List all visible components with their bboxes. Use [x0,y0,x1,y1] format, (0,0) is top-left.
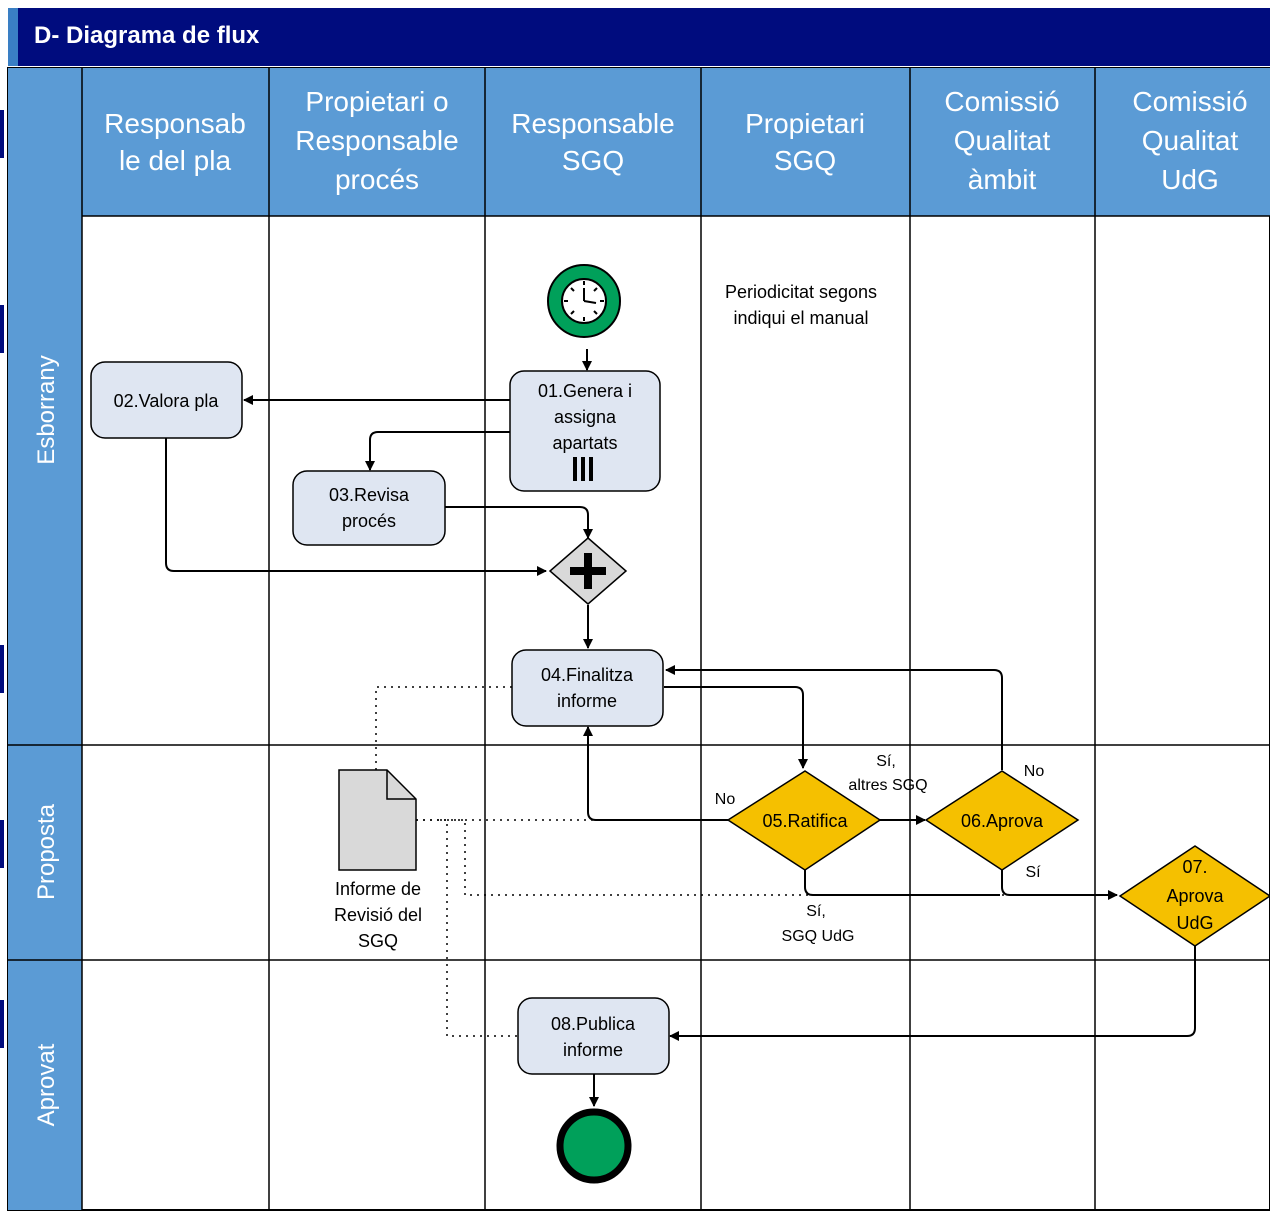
lane-label-proposta: Proposta [33,803,60,900]
task-03-revisa-proces: 03.Revisa procés [292,470,446,546]
timer-start-event-icon [547,264,621,338]
flow-label-si-altres-line-1: Sí, [876,753,896,770]
document-label-line-2: Revisió del [334,905,422,925]
column-label-2-line-1: Propietari o [305,86,448,117]
lane-label-esborrany: Esborrany [33,355,60,464]
multi-instance-marker-icon [573,457,593,481]
task-01-genera-assigna: 01.Genera i assigna apartats [509,370,661,492]
title-accent [8,8,18,66]
gateway-07-line-3: UdG [1176,913,1213,933]
lane-label-band [8,68,82,1210]
task-03-line-1: 03.Revisa [329,485,410,505]
flow-label-si-altres-line-2: altres SGQ [848,777,927,794]
gateway-06-label: 06.Aprova [961,811,1044,831]
column-header-responsable-pla [82,68,269,216]
task-04-line-2: informe [557,691,617,711]
left-edge-mark [0,305,4,353]
column-label-1-line-2: le del pla [119,145,232,176]
gateway-07-line-1: 07. [1182,857,1207,877]
flow-02-to-join [165,438,547,576]
task-04-finalitza-informe: 04.Finalitza informe [511,649,664,727]
gateway-07-line-2: Aprova [1166,886,1224,906]
task-08-publica-informe: 08.Publica informe [517,997,670,1075]
task-04-line-1: 04.Finalitza [541,665,634,685]
flow-03-to-join [445,506,593,539]
left-edge-mark [0,645,4,693]
column-header-propietari-proces [269,68,485,216]
left-edge-mark [0,820,4,868]
gateway-06-aprova: 06.Aprova [924,770,1080,871]
flow-05-si-udg [804,870,1000,896]
column-label-6-line-1: Comissió [1132,86,1247,117]
column-header-comissio-udg [1095,68,1270,216]
task-08-line-1: 08.Publica [551,1014,636,1034]
column-label-2-line-3: procés [335,164,419,195]
flow-06-no-to-04 [665,665,1003,770]
column-label-5-line-3: àmbit [968,164,1037,195]
note-line-2: indiqui el manual [733,308,868,328]
flow-label-si-06: Sí [1025,864,1041,881]
column-label-6-line-3: UdG [1161,164,1219,195]
note-line-1: Periodicitat segons [725,282,877,302]
flow-label-no-06: No [1024,763,1045,780]
task-02-line-1: 02.Valora pla [114,391,220,411]
task-01-line-2: assigna [554,407,617,427]
data-associations [375,686,1108,1037]
column-label-3-line-1: Responsable [511,108,674,139]
column-label-4-line-1: Propietari [745,108,865,139]
flow-07-to-08 [669,945,1196,1041]
gateway-07-aprova-udg: 07. Aprova UdG [1118,845,1270,947]
flow-01-to-03 [365,431,510,471]
flow-label-si-udg-line-1: Sí, [806,903,826,920]
column-label-6-line-2: Qualitat [1142,125,1239,156]
task-02-valora-pla: 02.Valora pla [90,361,243,439]
flow-label-si-udg-line-2: SGQ UdG [782,928,855,945]
gateway-05-ratifica: 05.Ratifica [726,770,882,871]
column-label-2-line-2: Responsable [295,125,458,156]
column-label-1-line-1: Responsab [104,108,246,139]
parallel-gateway-icon [548,537,628,605]
flow-04-to-05 [664,686,808,769]
document-label-line-1: Informe de [335,879,421,899]
flow-label-no-05: No [715,791,736,808]
title-bar: D- Diagrama de flux [8,8,1270,66]
column-label-5-line-1: Comissió [944,86,1059,117]
column-header-comissio-ambit [910,68,1095,216]
page-title: D- Diagrama de flux [34,22,260,49]
end-event-icon [556,1108,632,1184]
task-01-line-3: apartats [552,433,617,453]
column-label-4-line-2: SGQ [774,145,836,176]
document-icon [338,769,417,871]
flow-06-si-to-07 [1001,870,1118,900]
column-label-5-line-2: Qualitat [954,125,1051,156]
task-01-line-1: 01.Genera i [538,381,632,401]
lane-label-aprovat: Aprovat [33,1043,60,1126]
task-03-line-2: procés [342,511,396,531]
flow-05-no-to-04 [583,726,728,821]
left-edge-mark [0,110,4,158]
lane-grid [8,68,1270,1210]
task-08-line-2: informe [563,1040,623,1060]
column-label-3-line-2: SGQ [562,145,624,176]
document-label-line-3: SGQ [358,931,398,951]
column-header-propietari-sgq [701,68,910,216]
gateway-05-label: 05.Ratifica [762,811,848,831]
left-edge-mark [0,1000,4,1048]
column-header-responsable-sgq [485,68,701,216]
